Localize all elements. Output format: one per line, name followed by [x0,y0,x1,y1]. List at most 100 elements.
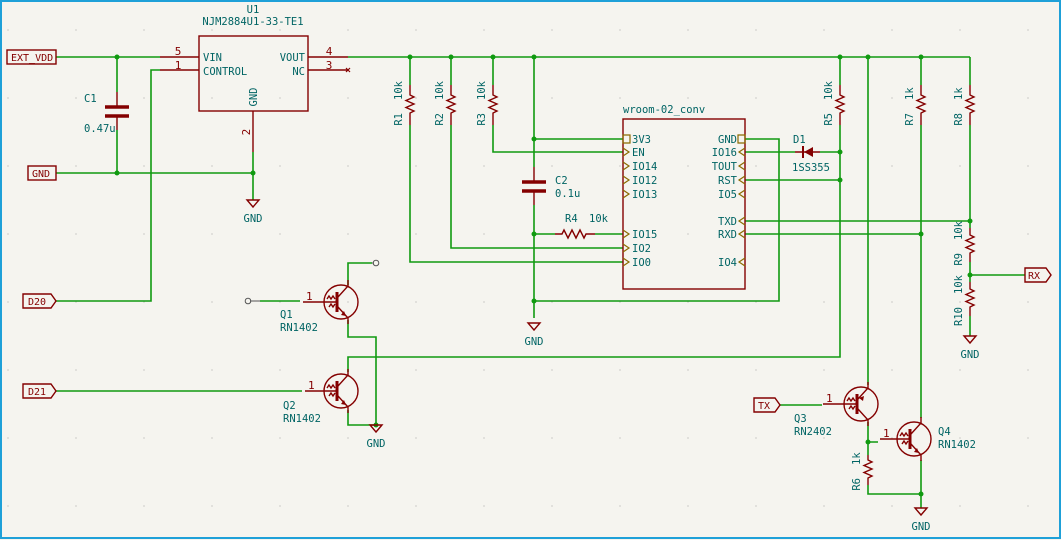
module-pin-left: IO0 [632,257,651,269]
gnd-symbol-label: GND [912,521,931,533]
module-value: wroom-02_conv [623,104,705,116]
module-pin-marker [622,134,631,144]
gnd-symbol-c2: GND [525,322,543,348]
module-pin-marker [737,189,746,199]
module-pin-left: IO13 [632,189,657,201]
r3-ref: R3 [476,113,488,126]
r10-value: 10k [953,274,965,294]
r9-resistor[interactable]: R9 10k [953,220,976,266]
wroom-02-module[interactable]: wroom-02_conv 3V3ENIO14IO12IO13IO15IO2IO… [622,104,746,290]
c1-capacitor[interactable]: C1 0.47u [84,92,129,135]
u1-pin2-num: 2 [240,129,253,136]
module-pin-marker [737,161,746,171]
r5-ref: R5 [823,113,835,126]
r8-value: 1k [953,87,965,100]
label-rx[interactable]: RX [1024,267,1052,283]
r4-resistor[interactable]: R4 10k [555,213,609,240]
q1-open-terminals [244,259,380,305]
wire-q3-q4[interactable] [867,422,878,443]
module-pin-marker [737,257,746,267]
module-pin-right: IO4 [718,257,737,269]
r1-ref: R1 [393,113,405,126]
svg-text:1: 1 [306,290,313,303]
c2-value: 0.1u [555,188,580,200]
wire-r3-en[interactable] [492,125,623,153]
wire-r2-io2[interactable] [450,125,623,249]
module-pin-marker [622,175,631,185]
q3-ref: Q3 [794,413,807,425]
module-pin-marker [737,175,746,185]
r5-resistor[interactable]: R5 10k [823,80,846,126]
c1-value: 0.47u [84,123,116,135]
r5-value: 10k [823,80,835,100]
module-pin-left: EN [632,147,645,159]
module-pin-marker [622,229,631,239]
c2-capacitor[interactable]: C2 0.1u [522,167,580,205]
r6-value: 1k [851,452,863,465]
label-tx-text: TX [758,401,770,412]
label-gnd[interactable]: GND [27,165,57,181]
module-pin-marker [622,189,631,199]
svg-text:1: 1 [308,379,315,392]
wire-r5-down[interactable] [347,125,841,372]
label-ext-vdd-text: EXT_VDD [11,53,53,64]
module-pin-marker [737,216,746,226]
gnd-symbol-q4: GND [912,507,931,533]
q1-value: RN1402 [280,322,318,334]
wire-module-gnd[interactable] [534,138,780,302]
wire-q1-emitter[interactable] [347,320,377,425]
module-pin-right: GND [718,134,737,146]
u1-pin4-num: 4 [326,45,333,58]
wire-r1-io0[interactable] [409,125,623,263]
module-pin-right: RST [718,175,738,187]
c2-ref: C2 [555,175,568,187]
gnd-symbol-q1q2: GND [367,424,385,450]
u1-regulator[interactable]: U1 NJM2884U1-33-TE1 5 1 4 3 2 VIN CONTRO… [160,4,351,152]
wire-q2-emitter[interactable] [347,410,376,426]
wire-q1-collector[interactable] [347,262,372,285]
module-pin-marker [737,134,746,144]
gnd-symbol-u1: GND [244,199,262,225]
label-d21[interactable]: D21 [22,383,57,399]
module-pin-marker [622,257,631,267]
module-pin-marker [622,161,631,171]
u1-pin-nc: NC [292,66,305,78]
q2-value: RN1402 [283,413,321,425]
u1-pin-control: CONTROL [203,66,247,78]
gnd-symbol-label: GND [961,349,980,361]
u1-ref: U1 [247,4,260,16]
u1-value: NJM2884U1-33-TE1 [202,16,303,28]
module-pin-left: IO12 [632,175,657,187]
d1-ref: D1 [793,134,806,146]
wire-control-d20[interactable] [56,69,160,302]
q3-value: RN2402 [794,426,832,438]
gnd-symbol-r10: GND [961,335,980,361]
d1-diode[interactable]: D1 1SS355 [792,134,830,174]
wire-r6-gnd[interactable] [867,485,921,495]
module-pin-marker [737,229,746,239]
u1-pin-vout: VOUT [280,52,306,64]
r4-value: 10k [589,213,609,225]
grid-dots [7,29,1029,507]
label-ext-vdd[interactable]: EXT_VDD [6,49,57,65]
svg-text:1: 1 [883,427,890,440]
module-pin-marker [622,147,631,157]
u1-pin1-num: 1 [175,59,182,72]
module-pin-marker [622,243,631,253]
r9-value: 10k [953,220,965,240]
label-d20[interactable]: D20 [22,293,57,309]
label-tx[interactable]: TX [753,397,781,413]
r9-ref: R9 [953,253,965,266]
